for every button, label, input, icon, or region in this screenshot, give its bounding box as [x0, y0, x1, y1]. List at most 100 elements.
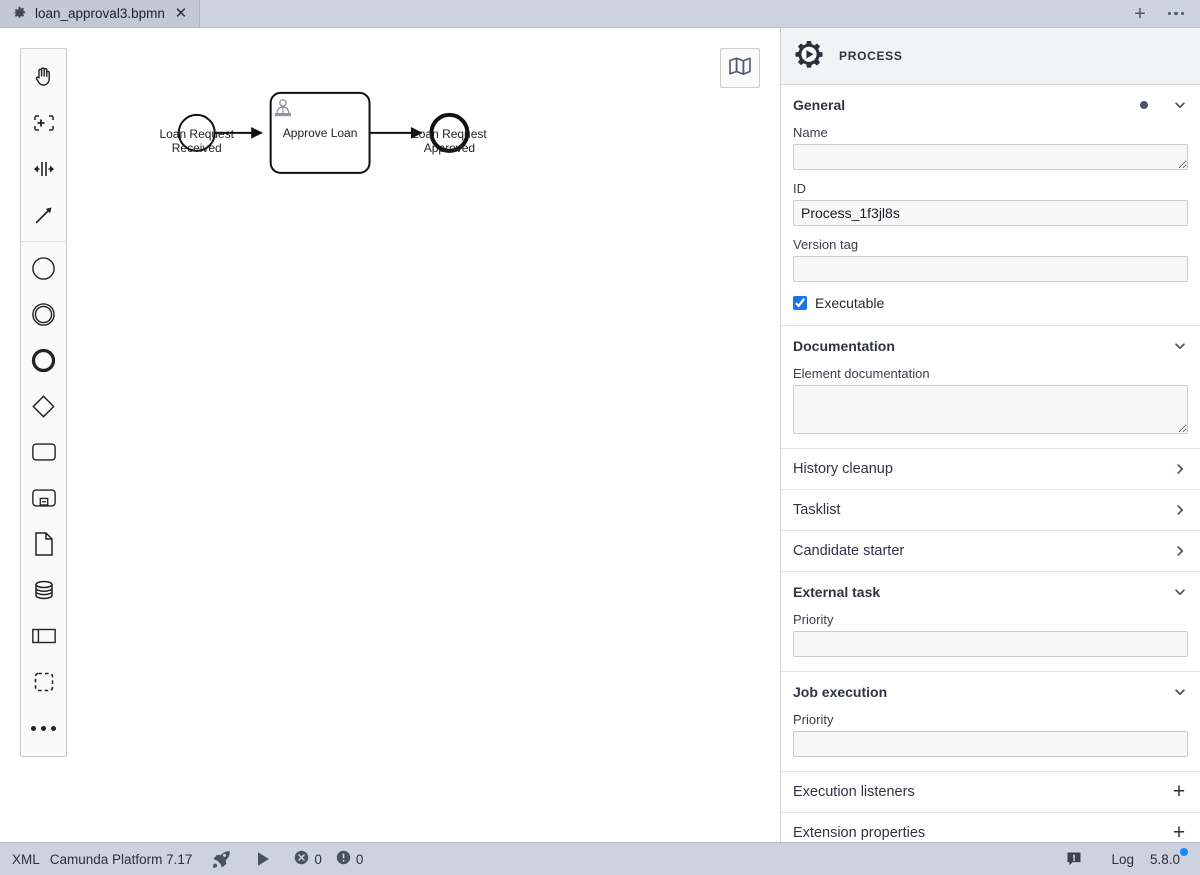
status-bar: XML Camunda Platform 7.17 0 [0, 842, 1200, 875]
lasso-tool-icon[interactable] [21, 100, 67, 146]
group-execution-listeners-title: Execution listeners [793, 784, 915, 800]
log-button[interactable]: Log [1111, 851, 1134, 867]
global-connect-tool-icon[interactable] [21, 192, 67, 238]
version-text: 5.8.0 [1149, 851, 1180, 867]
field-id-label: ID [793, 181, 806, 196]
data-object-icon[interactable] [21, 521, 67, 567]
field-name-label: Name [793, 125, 828, 140]
chevron-right-icon [1172, 543, 1188, 559]
group-tasklist: Tasklist [781, 490, 1200, 531]
start-event-icon[interactable] [21, 245, 67, 291]
group-general: General Name ID [781, 85, 1200, 326]
add-extension-property-button[interactable]: + [1172, 820, 1186, 842]
minimap-toggle-button[interactable] [720, 48, 760, 88]
status-bar-right: Log 5.8.0 [1063, 847, 1188, 870]
group-tasklist-header[interactable]: Tasklist [781, 490, 1200, 530]
tab-loan-approval3[interactable]: loan_approval3.bpmn ✕ [0, 0, 200, 27]
user-task-label: Approve Loan [283, 126, 358, 140]
executable-label[interactable]: Executable [815, 295, 885, 311]
field-external-task-priority-label: Priority [793, 612, 834, 627]
group-candidate-starter: Candidate starter [781, 531, 1200, 572]
version-label[interactable]: 5.8.0 [1149, 847, 1188, 867]
map-icon [728, 56, 752, 81]
error-icon [294, 850, 309, 868]
error-count-badge[interactable]: 0 [294, 850, 322, 868]
name-input[interactable] [793, 144, 1188, 170]
executable-checkbox[interactable] [793, 296, 807, 310]
data-store-icon[interactable] [21, 567, 67, 613]
group-history-cleanup-title: History cleanup [793, 461, 893, 477]
notification-icon[interactable] [1063, 848, 1085, 870]
group-candidate-starter-header[interactable]: Candidate starter [781, 531, 1200, 571]
tab-overflow-menu-icon[interactable] [1166, 4, 1186, 24]
end-event-label-line1: Loan Request [412, 127, 487, 141]
warning-count-badge[interactable]: 0 [336, 850, 364, 868]
hand-tool-icon[interactable] [21, 54, 67, 100]
group-tasklist-title: Tasklist [793, 502, 841, 518]
participant-icon[interactable] [21, 613, 67, 659]
warning-icon [336, 850, 351, 868]
external-task-priority-input[interactable] [793, 631, 1188, 657]
group-history-cleanup-header[interactable]: History cleanup [781, 449, 1200, 489]
group-documentation-title: Documentation [793, 338, 895, 354]
group-general-header[interactable]: General [781, 85, 1200, 125]
palette-group-elements [21, 241, 66, 751]
field-job-priority-label: Priority [793, 712, 834, 727]
properties-panel-body[interactable]: General Name ID [781, 85, 1200, 842]
id-input[interactable] [793, 200, 1188, 226]
group-extension-properties: Extension properties + [781, 813, 1200, 842]
space-tool-icon[interactable] [21, 146, 67, 192]
properties-panel: PROCESS General Name [780, 28, 1200, 842]
bpmn-palette [20, 48, 67, 757]
version-tag-input[interactable] [793, 256, 1188, 282]
group-documentation-header[interactable]: Documentation [781, 326, 1200, 366]
group-external-task-header[interactable]: External task [781, 572, 1200, 612]
group-candidate-starter-title: Candidate starter [793, 543, 905, 559]
add-execution-listener-button[interactable]: + [1172, 779, 1186, 803]
job-priority-input[interactable] [793, 731, 1188, 757]
element-documentation-input[interactable] [793, 385, 1188, 434]
chevron-right-icon [1172, 461, 1188, 477]
intermediate-event-icon[interactable] [21, 291, 67, 337]
user-task-icon [274, 99, 292, 117]
play-icon[interactable] [252, 848, 274, 870]
field-element-documentation: Element documentation [793, 366, 1188, 434]
end-event-icon[interactable] [21, 337, 67, 383]
group-history-cleanup: History cleanup [781, 449, 1200, 490]
properties-panel-title: PROCESS [839, 49, 903, 63]
tab-title: loan_approval3.bpmn [35, 6, 165, 21]
end-event-label-line2: Approved [424, 141, 475, 155]
group-extension-properties-header[interactable]: Extension properties + [781, 813, 1200, 842]
group-external-task: External task Priority [781, 572, 1200, 672]
xml-view-button[interactable]: XML [12, 851, 40, 867]
group-execution-listeners-header[interactable]: Execution listeners + [781, 772, 1200, 812]
group-general-content: Name ID Version tag [781, 125, 1200, 325]
group-external-task-content: Priority [781, 612, 1200, 671]
warning-count: 0 [355, 851, 364, 867]
rocket-icon[interactable] [210, 848, 232, 870]
group-job-execution-header[interactable]: Job execution [781, 672, 1200, 712]
group-execution-listeners: Execution listeners + [781, 772, 1200, 813]
start-event-label-line1: Loan Request [159, 127, 234, 141]
workspace: Loan Request Received Approve Loan Loan … [0, 28, 1200, 842]
group-icon[interactable] [21, 659, 67, 705]
group-general-title: General [793, 97, 846, 113]
chevron-right-icon [1172, 502, 1188, 518]
bpmn-canvas[interactable]: Loan Request Received Approve Loan Loan … [0, 28, 780, 842]
field-name: Name [793, 125, 1188, 170]
tab-bar-spacer [200, 0, 1130, 27]
group-job-execution-content: Priority [781, 712, 1200, 771]
field-version-tag: Version tag [793, 237, 1188, 282]
properties-panel-header: PROCESS [781, 28, 1200, 85]
update-available-dot [1180, 847, 1188, 856]
end-event-shape [429, 112, 470, 153]
task-icon[interactable] [21, 429, 67, 475]
field-version-tag-label: Version tag [793, 237, 859, 252]
close-icon[interactable]: ✕ [174, 5, 188, 22]
new-tab-button[interactable]: + [1134, 2, 1146, 25]
subprocess-expanded-icon[interactable] [21, 475, 67, 521]
engine-profile-label[interactable]: Camunda Platform 7.17 [49, 851, 193, 867]
more-tools-icon[interactable] [21, 705, 67, 751]
exclusive-gateway-icon[interactable] [21, 383, 67, 429]
